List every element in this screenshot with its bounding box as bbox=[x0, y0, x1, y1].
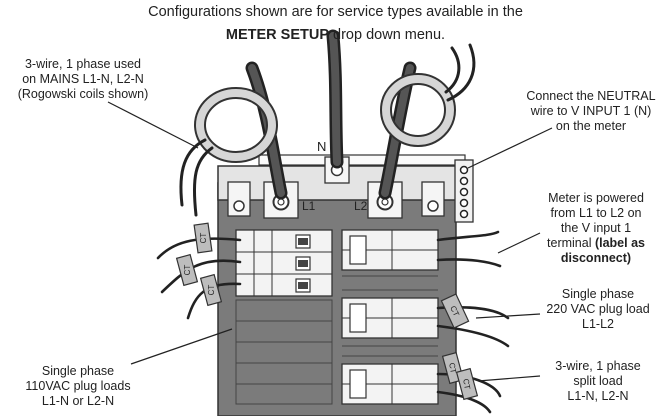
callout-neutral-line: Connect the NEUTRAL bbox=[526, 89, 656, 103]
heading-line-2: METER SETUP drop down menu. bbox=[0, 26, 671, 45]
ct-label: CT bbox=[199, 233, 208, 244]
callout-single-110-line: L1-N or L2-N bbox=[41, 394, 115, 408]
heading-rest: drop down menu. bbox=[329, 27, 446, 43]
leader-lines bbox=[107, 101, 553, 382]
callout-powered-line: terminal (label as bbox=[523, 236, 669, 251]
neutral-terminal-label: N bbox=[317, 139, 326, 154]
callout-single-220: Single phase 220 VAC plug load L1-L2 bbox=[528, 287, 668, 332]
callout-powered-line: the V input 1 bbox=[560, 221, 632, 235]
callout-mains-line: on MAINS L1-N, L2-N bbox=[22, 72, 144, 86]
callout-neutral-line: on the meter bbox=[555, 119, 627, 133]
callout-neutral: Connect the NEUTRAL wire to V INPUT 1 (N… bbox=[512, 89, 670, 134]
l1-terminal-label: L1 bbox=[302, 199, 316, 213]
branch-wires bbox=[156, 230, 510, 414]
lug-l2 bbox=[367, 181, 403, 219]
neutral-terminal-screws bbox=[459, 165, 469, 219]
callout-single-220-line: L1-L2 bbox=[582, 317, 614, 331]
neutral-bar bbox=[258, 154, 466, 166]
callout-single-110-line: Single phase bbox=[41, 364, 115, 378]
callout-powered-line: from L1 to L2 on bbox=[550, 206, 642, 220]
callout-neutral-line: wire to V INPUT 1 (N) bbox=[530, 104, 652, 118]
ct-label: CT bbox=[461, 378, 472, 390]
callout-powered-bold-line: disconnect) bbox=[560, 251, 632, 265]
l2-terminal-label: L2 bbox=[354, 199, 368, 213]
coil-leads bbox=[179, 43, 476, 217]
rogowski-coil-l1 bbox=[194, 87, 278, 163]
callout-mains: 3-wire, 1 phase used on MAINS L1-N, L2-N… bbox=[4, 57, 162, 102]
callout-split-line: 3-wire, 1 phase bbox=[555, 359, 641, 373]
callout-single-110-line: 110VAC plug loads bbox=[25, 379, 131, 393]
callout-powered: Meter is powered from L1 to L2 on the V … bbox=[523, 191, 669, 266]
callout-single-220-line: Single phase bbox=[561, 287, 635, 301]
lug-left bbox=[227, 181, 251, 217]
heading-bold-term: METER SETUP bbox=[225, 27, 330, 43]
rogowski-coil-l2 bbox=[380, 73, 456, 147]
callout-powered-line: Meter is powered bbox=[548, 191, 644, 205]
ct-label: CT bbox=[448, 304, 461, 318]
ct-label: CT bbox=[183, 265, 192, 276]
empty-breaker-slots bbox=[235, 275, 438, 405]
ct-label: CT bbox=[207, 285, 216, 296]
callout-powered-bold: (label as bbox=[594, 236, 645, 250]
ct-labels: CT CT CT CT CT CT bbox=[183, 233, 472, 391]
callout-single-110: Single phase 110VAC plug loads L1-N or L… bbox=[8, 364, 148, 409]
diagram-heading: Configurations shown are for service typ… bbox=[0, 3, 671, 45]
callout-split-line: split load bbox=[573, 374, 623, 388]
callout-split-line: L1-N, L2-N bbox=[567, 389, 629, 403]
callout-single-220-line: 220 VAC plug load bbox=[546, 302, 650, 316]
callout-powered-plain: terminal bbox=[547, 236, 595, 250]
heading-line-1: Configurations shown are for service typ… bbox=[148, 4, 523, 20]
ct-sensors bbox=[175, 222, 479, 401]
callout-mains-line: 3-wire, 1 phase used bbox=[24, 57, 142, 71]
lug-right bbox=[421, 181, 445, 217]
ct-label: CT bbox=[447, 362, 458, 374]
callout-split: 3-wire, 1 phase split load L1-N, L2-N bbox=[528, 359, 668, 404]
breaker-right-column bbox=[341, 229, 439, 405]
breaker-left-column bbox=[235, 229, 333, 297]
callout-mains-line: (Rogowski coils shown) bbox=[17, 87, 149, 101]
